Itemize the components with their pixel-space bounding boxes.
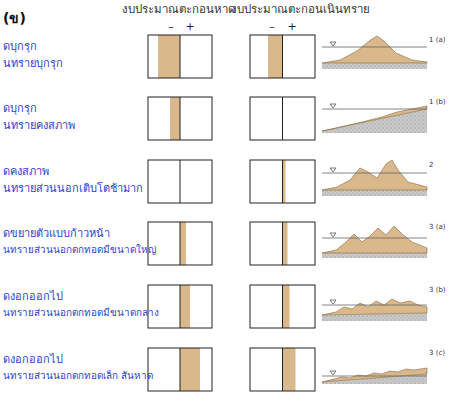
- profile-3c: [322, 368, 427, 384]
- budget-bar: [180, 285, 190, 328]
- budget-bar: [283, 160, 286, 203]
- budget-bar: [283, 285, 290, 328]
- budget-bar: [158, 35, 180, 78]
- budget-box: [148, 222, 212, 265]
- budget-box: [250, 222, 315, 265]
- profile-number: 3 (c): [429, 349, 445, 357]
- zero-line: [282, 35, 283, 78]
- zero-line: [180, 222, 181, 265]
- budget-bar: [268, 35, 283, 78]
- row-caption: นทรายส่วนนอกตกทอดเล็ก สันหาด: [3, 370, 153, 382]
- zero-line: [180, 160, 181, 203]
- budget-bar: [180, 348, 200, 391]
- budget-box: [148, 160, 212, 203]
- row-caption: ดขยายตัวแบบก้าวหน้า: [3, 227, 110, 240]
- zero-line: [282, 160, 283, 203]
- column-header: งบประมาณตะกอนเนินทราย: [231, 3, 370, 17]
- profile-1a: [322, 36, 427, 69]
- row-caption: นทรายคงสภาพ: [3, 119, 75, 132]
- row-caption: ดบุกรุก: [3, 102, 37, 115]
- row-caption: นทรายส่วนนอกตกทอดมีขนาดใหญ่: [3, 244, 156, 256]
- zero-line: [282, 285, 283, 328]
- row-caption: ดบุกรุก: [3, 40, 37, 53]
- figure-tag: (ข): [3, 10, 26, 27]
- budget-box: [148, 97, 212, 140]
- profile-3a: [322, 226, 427, 258]
- budget-boxes: [148, 35, 315, 391]
- zero-line: [180, 285, 181, 328]
- budget-box: [148, 35, 212, 78]
- row-caption: ดงอกออกไป: [3, 290, 63, 303]
- budget-box: [250, 348, 315, 391]
- budget-box: [250, 97, 315, 140]
- profile-2: [322, 160, 427, 196]
- profile-3b: [322, 299, 427, 321]
- budget-box: [250, 160, 315, 203]
- row-caption: ดคงสภาพ: [3, 165, 49, 178]
- budget-bar: [283, 222, 288, 265]
- zero-line: [180, 35, 181, 78]
- sign-mark: +: [185, 20, 194, 33]
- budget-bar: [283, 348, 296, 391]
- column-header: งบประมาณตะกอนหาด: [122, 3, 235, 17]
- zero-line: [180, 348, 181, 391]
- budget-box: [250, 35, 315, 78]
- profile-1b: [322, 104, 427, 133]
- sign-mark: –: [269, 20, 275, 33]
- zero-line: [282, 348, 283, 391]
- zero-line: [282, 222, 283, 265]
- sign-mark: +: [287, 20, 296, 33]
- budget-bar: [180, 222, 186, 265]
- profile-number: 2: [429, 161, 433, 169]
- profile-number: 1 (b): [429, 98, 446, 106]
- row-caption: ดงอกออกไป: [3, 353, 63, 366]
- coast-profiles: [322, 36, 427, 384]
- zero-line: [180, 97, 181, 140]
- budget-box: [148, 285, 212, 328]
- budget-bar: [170, 97, 180, 140]
- sign-mark: –: [168, 20, 174, 33]
- budget-box: [148, 348, 212, 391]
- profile-number: 3 (b): [429, 286, 446, 294]
- budget-box: [250, 285, 315, 328]
- profile-number: 3 (a): [429, 223, 445, 231]
- row-caption: นทรายส่วนนอกเติบโตช้ามาก: [3, 182, 143, 195]
- row-caption: นทรายบุกรุก: [3, 57, 63, 70]
- zero-line: [282, 97, 283, 140]
- profile-number: 1 (a): [429, 36, 445, 44]
- row-caption: นทรายส่วนนอกตกทอดมีขนาดกลาง: [3, 307, 159, 319]
